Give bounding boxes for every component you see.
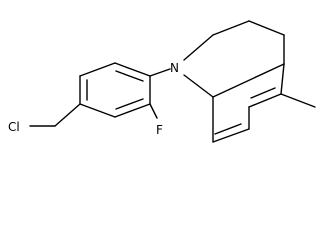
bond-aryl-n xyxy=(149,68,171,77)
bond-ch2-aryl xyxy=(54,103,81,127)
bond-phenyl-2 xyxy=(79,62,116,77)
bond-phenyl-3-inner xyxy=(115,70,144,82)
bond-c-f xyxy=(149,103,158,119)
bond-methyl xyxy=(280,93,316,108)
bond-n-c8a xyxy=(183,74,214,98)
bond-c2-c3 xyxy=(212,20,250,36)
atom-label-n: N xyxy=(170,61,179,75)
bond-c5-c6 xyxy=(248,93,282,108)
bond-c4a-c5 xyxy=(280,63,285,95)
bond-phenyl-5-inner xyxy=(115,98,144,110)
bond-phenyl-3 xyxy=(114,62,151,77)
structure-diagram: Cl F N xyxy=(8,20,316,143)
bond-c5-c6-inner xyxy=(250,87,276,99)
bond-c8a-c4a xyxy=(212,63,285,98)
atom-label-f: F xyxy=(156,123,163,137)
bond-c7-c8-inner xyxy=(214,123,242,135)
bond-c3-c4 xyxy=(248,20,285,36)
bond-n-c2 xyxy=(183,34,214,61)
bond-phenyl-5 xyxy=(114,103,151,118)
atom-label-cl: Cl xyxy=(8,120,20,134)
bond-phenyl-6 xyxy=(79,103,116,118)
bond-c7-c8 xyxy=(212,128,250,143)
